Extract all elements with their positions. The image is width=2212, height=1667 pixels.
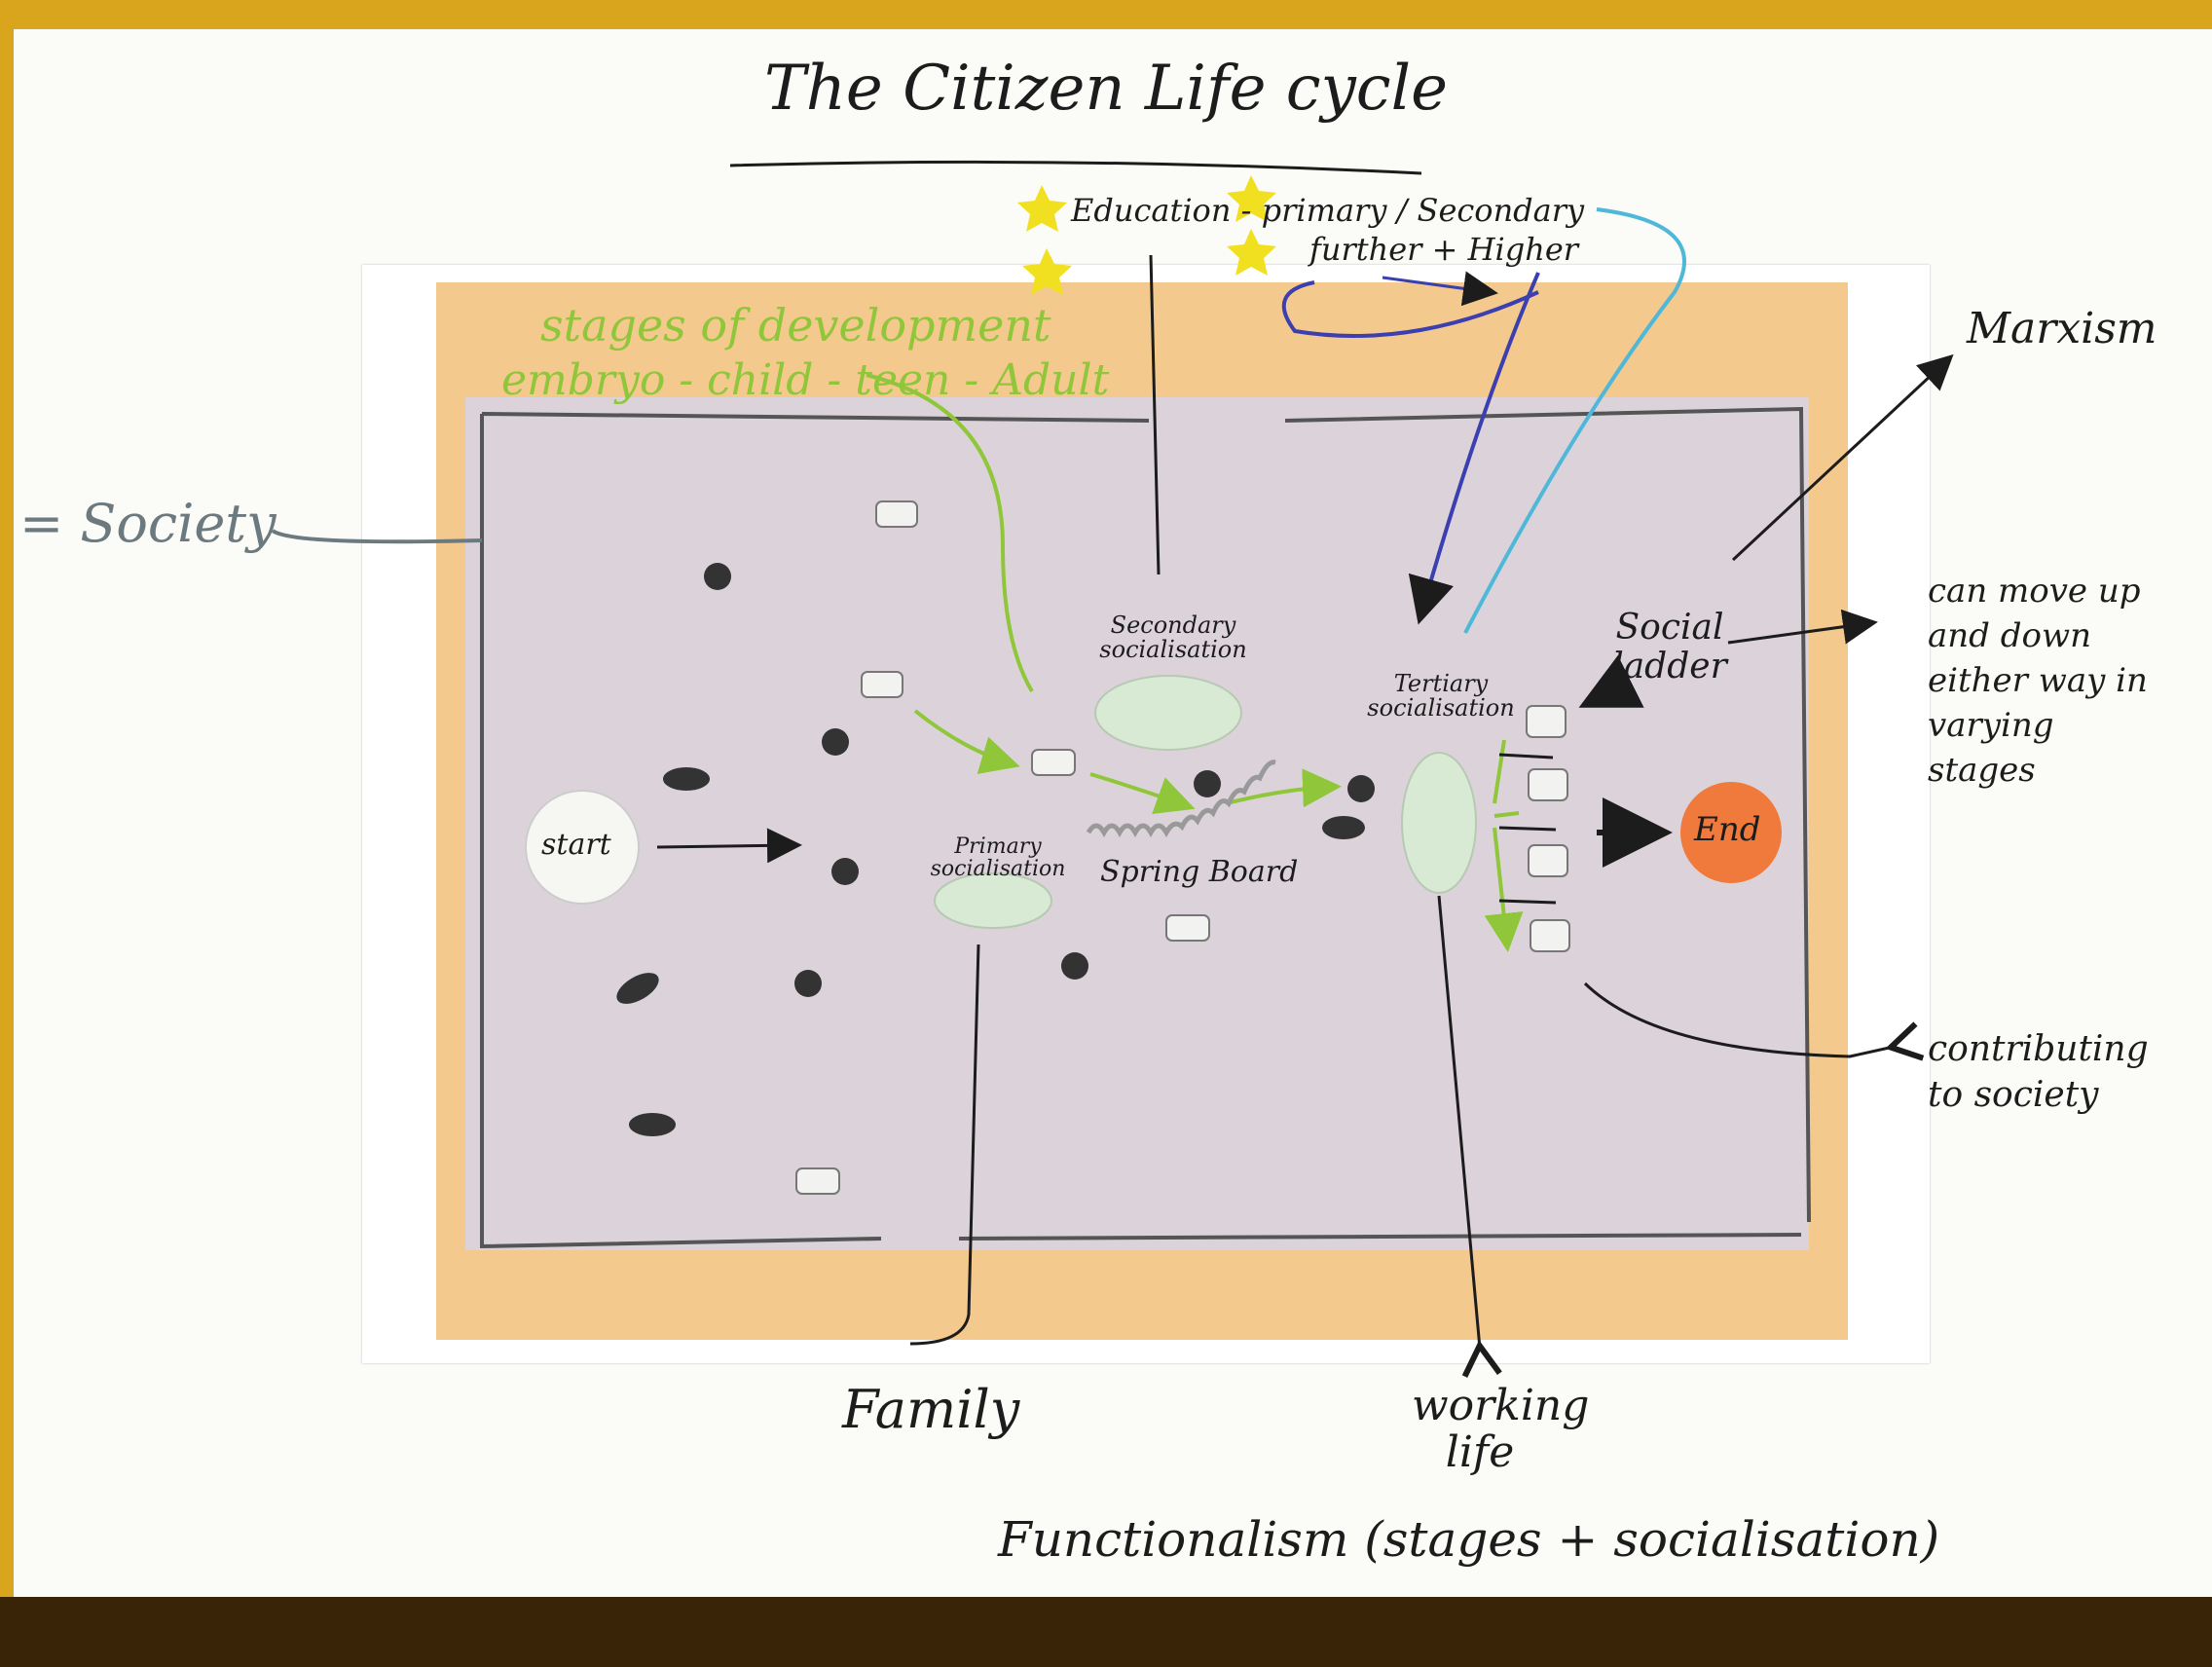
ladder-rungs xyxy=(1498,753,1557,905)
contributing-label: contributing to society xyxy=(1928,1029,2149,1115)
start-arrow xyxy=(656,828,802,864)
working-life-label: working life xyxy=(1412,1381,1590,1478)
stages-label-line2: embryo - child - teen - Adult xyxy=(501,355,1110,405)
blue-loop xyxy=(1281,280,1539,338)
title-underline xyxy=(729,160,1422,175)
social-ladder-label: Social ladder xyxy=(1612,608,1727,686)
secondary-pad xyxy=(1094,675,1242,751)
mobility-label: can move up and down either way in varyi… xyxy=(1928,572,2148,790)
end-disc xyxy=(1680,782,1782,883)
green-arrow-1 xyxy=(913,709,1020,774)
blue-further-arrow xyxy=(1382,271,1498,307)
spring-board xyxy=(1086,759,1276,838)
board-inner xyxy=(465,397,1809,1250)
blue-arrow xyxy=(1408,272,1540,625)
stages-arrow xyxy=(866,373,1034,693)
working-life-leader xyxy=(1437,895,1502,1378)
spring-board-label: Spring Board xyxy=(1100,855,1299,889)
society-leader xyxy=(271,529,483,544)
board-outline xyxy=(480,406,1811,1249)
cyan-arrow xyxy=(1463,207,1686,634)
contributing-arrow xyxy=(1583,982,1925,1061)
marxism-label: Marxism xyxy=(1967,304,2157,353)
primary-pad xyxy=(934,872,1052,929)
mobility-arrow xyxy=(1727,609,1878,645)
tertiary-pad xyxy=(1401,752,1477,894)
page-title: The Citizen Life cycle xyxy=(764,53,1448,125)
functionalism-label: Functionalism (stages + socialisation) xyxy=(998,1511,1940,1568)
society-label: = Society xyxy=(19,493,276,554)
family-leader xyxy=(909,944,980,1346)
table-edge xyxy=(0,1597,2212,1667)
family-label: Family xyxy=(842,1379,1020,1440)
green-arrow-2 xyxy=(1089,772,1196,814)
ladder-arrows xyxy=(1494,739,1519,945)
marxism-arrow xyxy=(1731,353,1954,562)
start-label: start xyxy=(541,828,611,862)
start-disc xyxy=(525,790,640,905)
education-label-line2: further + Higher xyxy=(1309,231,1579,268)
green-arrow-3 xyxy=(1226,768,1342,808)
primary-socialisation-label: Primary socialisation xyxy=(930,834,1066,882)
social-ladder-pointer xyxy=(1578,655,1644,708)
end-label: End xyxy=(1694,810,1761,849)
star-icons xyxy=(1017,175,1276,295)
secondary-socialisation-label: Secondary socialisation xyxy=(1099,611,1247,664)
board-pieces xyxy=(616,500,1570,1195)
stages-label-line1: stages of development xyxy=(540,299,1051,352)
education-leader xyxy=(1149,254,1161,575)
tertiary-socialisation-label: Tertiary socialisation xyxy=(1367,670,1515,722)
education-label: Education - primary / Secondary xyxy=(1071,192,1585,229)
